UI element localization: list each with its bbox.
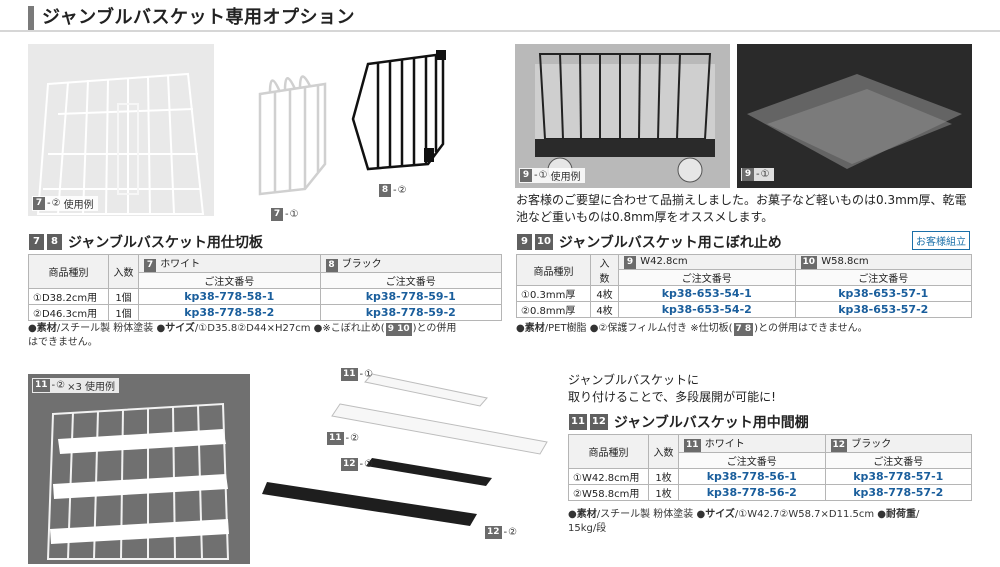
divider-white-illustration	[258, 75, 327, 196]
col-qty: 入数	[648, 434, 679, 469]
section-title-divider: 7 8 ジャンブルバスケット用仕切板	[28, 232, 263, 252]
order-code: kp38-778-57-2	[824, 484, 972, 501]
photo-spill-guard-usage: 9-① 使用例	[515, 44, 730, 188]
order-code: kp38-653-57-1	[794, 285, 972, 302]
table-row: ②0.8mm厚 4枚 kp38-653-54-2 kp38-653-57-2	[516, 301, 972, 318]
shelves-illustration	[262, 373, 548, 526]
shelf-table: 商品種別 入数 11 ホワイト 12 ブラック ご注文番号 ご注文番号 ①W42…	[568, 434, 972, 501]
order-code: kp38-653-57-2	[794, 301, 972, 318]
order-code: kp38-778-58-1	[138, 288, 321, 305]
divider-black-illustration	[351, 50, 446, 171]
tag-11-2-usage: 11-② ×3 使用例	[32, 378, 120, 393]
table-row: ①0.3mm厚 4枚 kp38-653-54-1 kp38-653-57-1	[516, 285, 972, 302]
order-code: kp38-778-59-1	[319, 288, 502, 305]
tag-12-1: 12-①	[341, 458, 374, 471]
tag-9-1: 9-①	[741, 168, 774, 181]
col-qty: 入数	[590, 254, 619, 286]
spill-guard-note: ●素材/PET樹脂 ●②保護フィルム付き ※仕切板(7 8)との併用はできません…	[516, 323, 868, 336]
page-title: ジャンブルバスケット専用オプション	[42, 7, 356, 28]
cart-illustration	[515, 44, 730, 188]
order-code: kp38-778-56-2	[678, 484, 826, 501]
tag-9-1-usage: 9-① 使用例	[519, 168, 585, 183]
order-code: kp38-778-58-2	[138, 304, 321, 321]
shelf-description: ジャンブルバスケットに 取り付けることで、多段展開が可能に!	[568, 373, 776, 404]
basket-shelf-illustration	[28, 374, 250, 564]
basket-white-illustration	[28, 44, 214, 216]
header-mark	[28, 6, 34, 30]
photo-pet-sheet: 9-①	[737, 44, 972, 188]
col-color-black: 12 ブラック	[824, 434, 972, 453]
spill-guard-table: 商品種別 入数 9 W42.8cm 10 W58.8cm ご注文番号 ご注文番号…	[516, 254, 972, 318]
col-width-428: 9 W42.8cm	[618, 254, 796, 270]
tag-11-2: 11-②	[327, 432, 360, 445]
col-order-no: ご注文番号	[618, 269, 796, 286]
section-title-spill-guard: 9 10 ジャンブルバスケット用こぼれ止め	[516, 232, 782, 252]
photo-shelves: 11-① 11-② 12-① 12-②	[262, 362, 554, 564]
divider-note: ●素材/スチール製 粉体塗装 ●サイズ/①D35.8②D44×H27cm ●※こ…	[28, 323, 457, 348]
divider-table: 商品種別 入数 7 ホワイト 8 ブラック ご注文番号 ご注文番号 ①D38.2…	[28, 254, 502, 321]
spill-guard-description: お客様のご要望に合わせて品揃えしました。お菓子など軽いものは0.3mm厚、乾電 …	[516, 193, 967, 224]
section-title-shelf: 11 12 ジャンブルバスケット用中間棚	[569, 414, 809, 431]
col-order-no: ご注文番号	[678, 452, 826, 469]
table-row: ①D38.2cm用 1個 kp38-778-58-1 kp38-778-59-1	[28, 288, 502, 305]
order-code: kp38-778-56-1	[678, 468, 826, 485]
order-code: kp38-778-57-1	[824, 468, 972, 485]
col-type: 商品種別	[28, 254, 109, 289]
tag-7-2-usage: 7-② 使用例	[32, 196, 98, 211]
col-color-black: 8 ブラック	[319, 254, 502, 273]
table-row: ②D46.3cm用 1個 kp38-778-58-2 kp38-778-59-2	[28, 304, 502, 321]
photo-divider-black: 8-②	[348, 44, 458, 204]
order-code: kp38-778-59-2	[319, 304, 502, 321]
col-order-no: ご注文番号	[319, 272, 502, 289]
col-order-no: ご注文番号	[794, 269, 972, 286]
pet-sheet-illustration	[737, 44, 972, 188]
tag-12-2: 12-②	[485, 526, 518, 539]
assembly-badge: お客様組立	[912, 231, 970, 250]
col-color-white: 11 ホワイト	[678, 434, 826, 453]
col-order-no: ご注文番号	[138, 272, 321, 289]
table-row: ①W42.8cm用 1枚 kp38-778-56-1 kp38-778-57-1	[568, 468, 972, 485]
col-width-588: 10 W58.8cm	[794, 254, 972, 270]
page-header: ジャンブルバスケット専用オプション	[0, 0, 1000, 32]
tag-7-1: 7-①	[270, 208, 299, 221]
photo-shelf-usage: 11-② ×3 使用例	[28, 374, 250, 564]
col-qty: 入数	[108, 254, 139, 289]
order-code: kp38-653-54-2	[618, 301, 796, 318]
tag-8-2: 8-②	[378, 184, 407, 197]
table-row: ②W58.8cm用 1枚 kp38-778-56-2 kp38-778-57-2	[568, 484, 972, 501]
photo-divider-white: 7-①	[230, 64, 340, 224]
photo-divider-usage: 7-② 使用例	[28, 44, 214, 216]
col-type: 商品種別	[568, 434, 649, 469]
col-order-no: ご注文番号	[824, 452, 972, 469]
tag-11-1: 11-①	[341, 368, 374, 381]
col-type: 商品種別	[516, 254, 591, 286]
shelf-note: ●素材/スチール製 粉体塗装 ●サイズ/①W42.7②W58.7×D11.5cm…	[568, 509, 920, 534]
order-code: kp38-653-54-1	[618, 285, 796, 302]
col-color-white: 7 ホワイト	[138, 254, 321, 273]
